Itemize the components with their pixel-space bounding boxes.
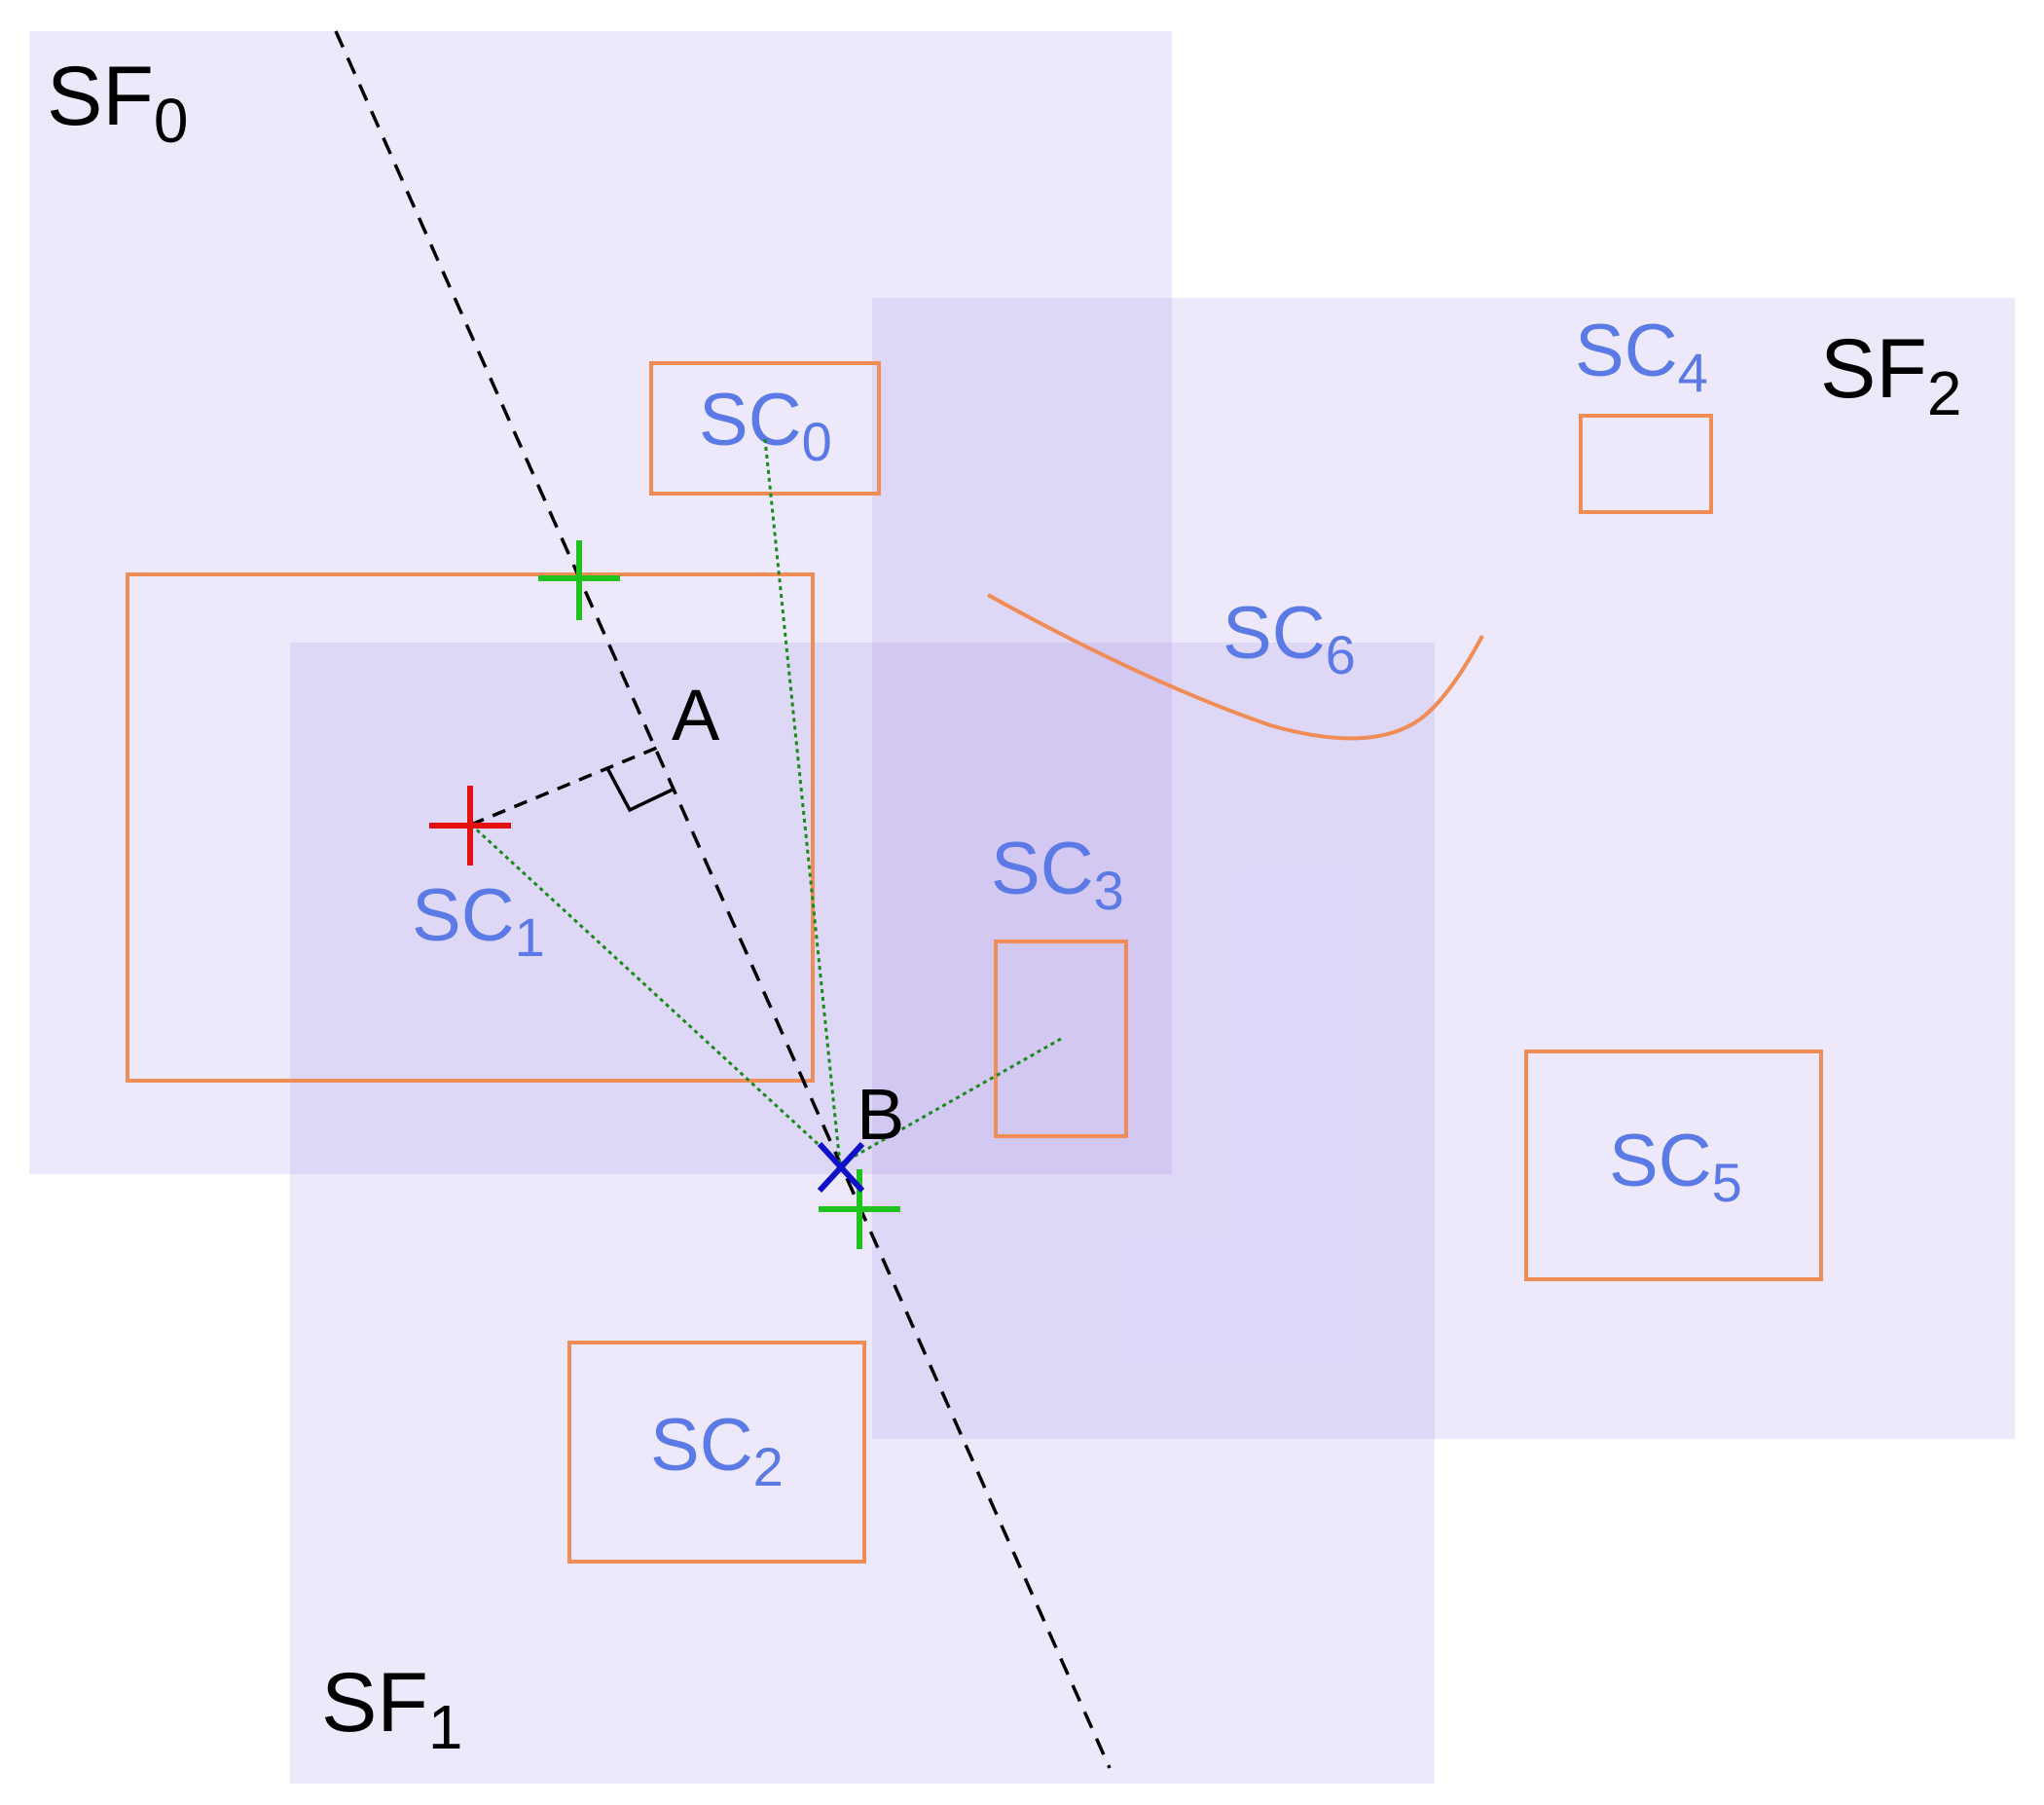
component-sc4-box: [1579, 414, 1713, 514]
dotted-line-sc1-to-b: [469, 823, 842, 1166]
frame-label-sf2: SF2: [1820, 322, 1962, 428]
perpendicular-line: [470, 746, 658, 827]
point-label-a: A: [672, 675, 720, 755]
red-plus-marker: [429, 786, 511, 866]
component-sc3-box: [994, 939, 1128, 1138]
component-label-sc4: SC4: [1575, 310, 1708, 403]
component-sc0-box: [649, 361, 881, 496]
dashed-ray-line: [334, 30, 1112, 1769]
point-label-b: B: [857, 1074, 904, 1155]
frame-sf2: [872, 298, 2015, 1439]
green-plus-marker-bottom: [819, 1169, 900, 1249]
component-label-sc3: SC3: [991, 828, 1124, 921]
right-angle-marker: [605, 767, 675, 813]
component-label-sc2: SC2: [650, 1404, 784, 1497]
green-plus-marker-top: [538, 540, 620, 620]
frame-sf0: [29, 31, 1172, 1174]
frame-label-sf1: SF1: [321, 1656, 463, 1762]
component-sc2-box: [567, 1341, 866, 1564]
component-label-sc5: SC5: [1609, 1120, 1742, 1213]
component-label-sc0: SC0: [699, 379, 832, 472]
dotted-line-sc0-to-b: [763, 438, 842, 1165]
component-label-sc1: SC1: [412, 874, 545, 968]
blue-x-marker: [817, 1141, 865, 1194]
component-sc5-box: [1524, 1050, 1823, 1281]
dotted-line-sc3-to-b: [839, 1037, 1062, 1166]
component-sc1-box: [126, 572, 815, 1083]
frame-label-sf0: SF0: [47, 50, 189, 156]
component-label-sc6: SC6: [1223, 592, 1356, 685]
component-sc6-curve: [987, 593, 1484, 741]
